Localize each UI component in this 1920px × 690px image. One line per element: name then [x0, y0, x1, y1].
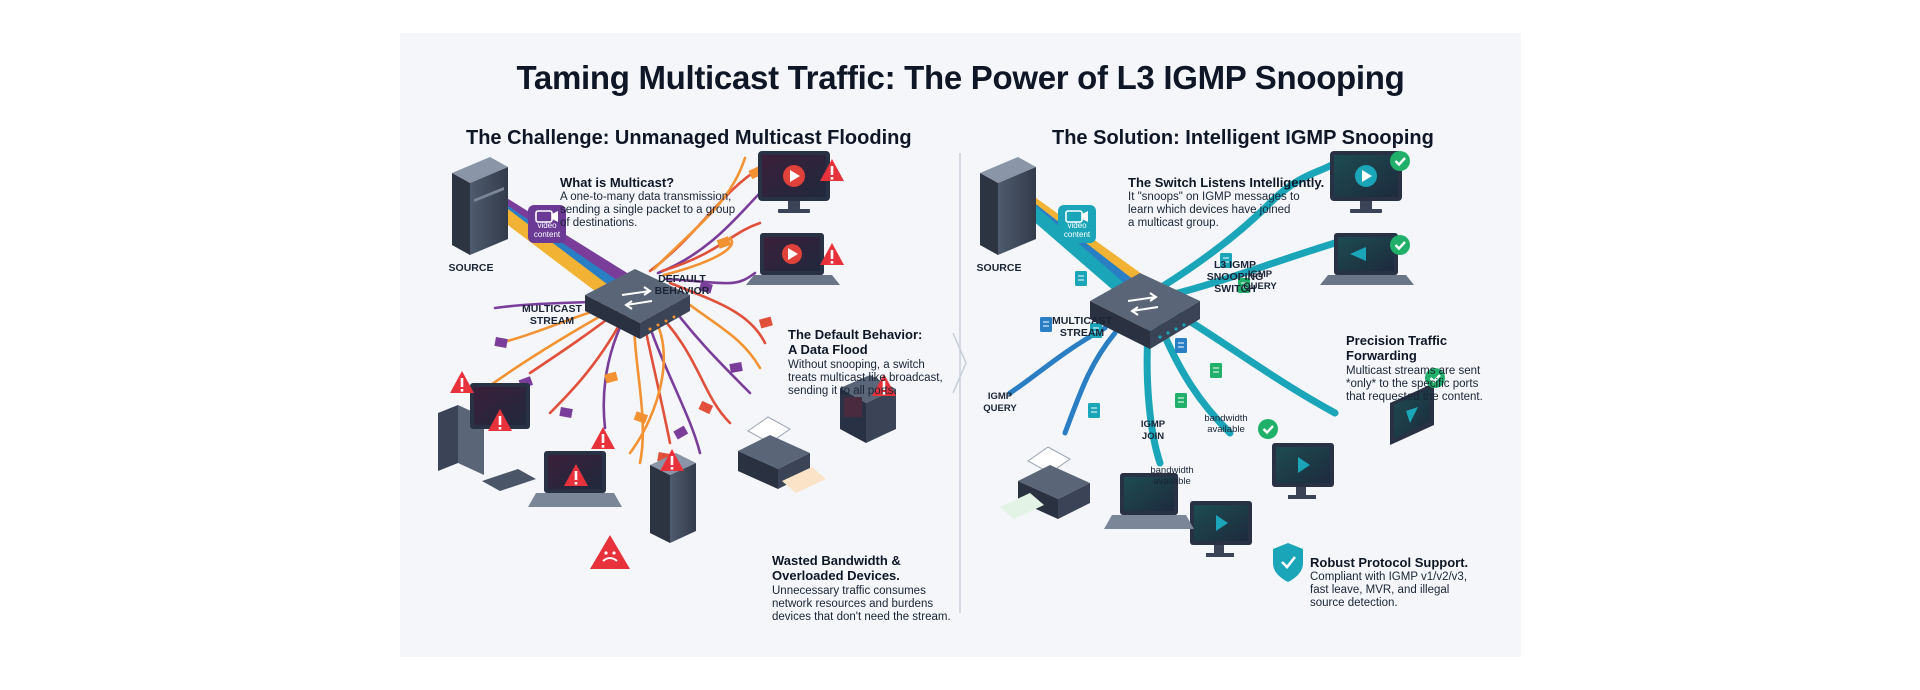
right-source-server — [980, 157, 1036, 255]
solution-heading: The Solution: Intelligent IGMP Snooping — [1052, 127, 1434, 149]
right-monitor-mid — [1272, 443, 1334, 499]
right-laptop-top — [1320, 233, 1414, 285]
overload-warning-icon — [590, 535, 630, 569]
right-laptop-bottom — [1104, 473, 1194, 529]
infographic-artwork — [438, 151, 1445, 613]
left-source-label: SOURCE — [448, 262, 494, 274]
wasted-bandwidth-title: Wasted Bandwidth &Overloaded Devices. — [772, 553, 901, 583]
right-video-content-badge — [1058, 205, 1096, 243]
warning-icon — [450, 159, 896, 486]
right-printer — [1000, 446, 1090, 519]
what-is-multicast-body: A one-to-many data transmission,sending … — [560, 191, 736, 229]
precision-forwarding-body: Multicast streams are sent*only* to the … — [1346, 365, 1483, 403]
left-monitor-top — [758, 151, 830, 213]
igmp-message-icons — [1040, 253, 1250, 418]
what-is-multicast-title: What is Multicast? — [560, 175, 675, 190]
robust-support-body: Compliant with IGMP v1/v2/v3,fast leave,… — [1310, 571, 1468, 609]
check-icon — [1258, 151, 1445, 439]
right-monitor-bottom — [1190, 501, 1252, 557]
left-laptop-top — [746, 233, 840, 285]
right-monitor-side — [1390, 383, 1434, 445]
robust-support-title: Robust Protocol Support. — [1310, 555, 1469, 570]
left-video-content-badge — [528, 205, 566, 243]
left-desktop-pc — [438, 383, 536, 491]
left-printer — [738, 416, 826, 493]
right-source-label: SOURCE — [976, 262, 1022, 274]
switch-listens-title: The Switch Listens Intelligently. — [1128, 175, 1325, 190]
page-title: Taming Multicast Traffic: The Power of L… — [516, 59, 1405, 96]
infographic-panel: Taming Multicast Traffic: The Power of L… — [400, 33, 1521, 657]
shield-icon — [1273, 543, 1303, 582]
right-monitor-top — [1330, 151, 1402, 213]
flood-packets — [494, 165, 773, 463]
right-snooping-switch — [1090, 273, 1200, 349]
divider-chevron — [952, 332, 967, 394]
left-source-server — [452, 157, 508, 255]
left-default-switch — [585, 269, 690, 339]
challenge-heading: The Challenge: Unmanaged Multicast Flood… — [466, 127, 912, 149]
data-flood-title: The Default Behavior:A Data Flood — [788, 327, 923, 357]
